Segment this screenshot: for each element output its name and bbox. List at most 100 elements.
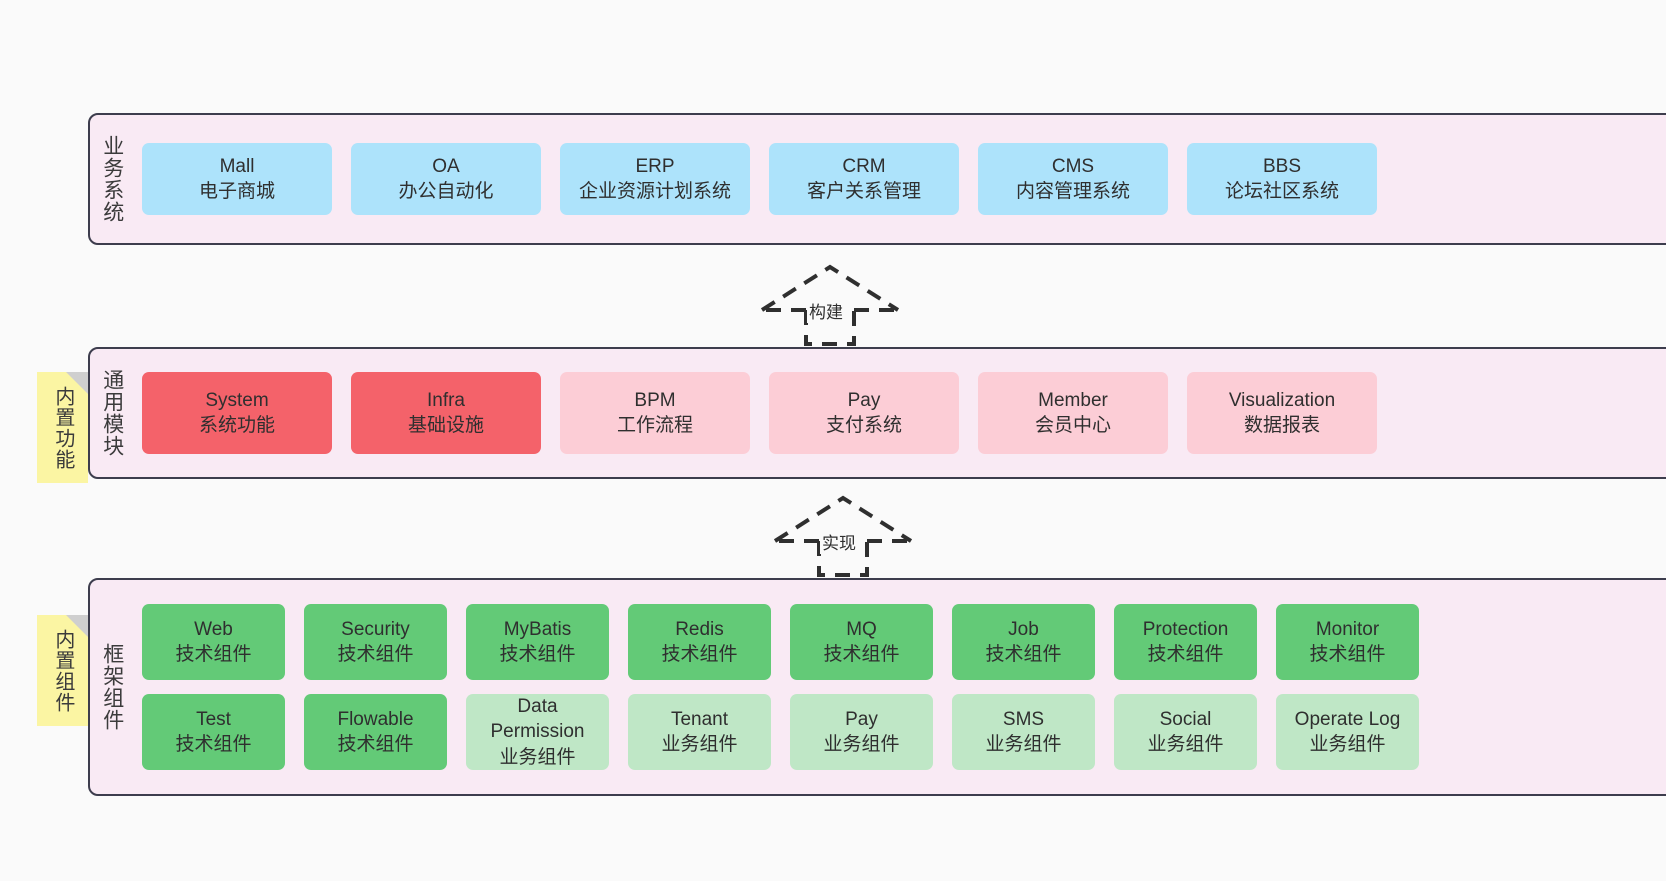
card-sms[interactable]: SMS 业务组件 [952, 694, 1095, 770]
card-mybatis[interactable]: MyBatis 技术组件 [466, 604, 609, 680]
card-title: CMS [1051, 155, 1095, 177]
card-test[interactable]: Test 技术组件 [142, 694, 285, 770]
card-title: Mall [219, 155, 255, 177]
card-flowable[interactable]: Flowable 技术组件 [304, 694, 447, 770]
card-monitor[interactable]: Monitor 技术组件 [1276, 604, 1419, 680]
card-social[interactable]: Social 业务组件 [1114, 694, 1257, 770]
card-title: Web [194, 618, 233, 640]
card-title: Social [1159, 708, 1212, 730]
note-fold-corner-icon [66, 615, 88, 637]
card-title: CRM [842, 155, 886, 177]
note-builtin-features: 内置功能 [37, 372, 88, 483]
card-subtitle: 办公自动化 [398, 181, 494, 202]
generalization-arrow-icon [773, 495, 913, 577]
connector-implement-label: 实现 [820, 529, 858, 554]
card-subtitle: 内容管理系统 [1015, 181, 1130, 202]
card-title: Flowable [337, 708, 414, 730]
layer-business-systems: 业务系统 Mall 电子商城 OA 办公自动化 ERP 企业资源计划系统 CRM… [88, 113, 1666, 245]
card-subtitle: 会员中心 [1034, 415, 1111, 436]
card-subtitle: 技术组件 [661, 644, 738, 665]
card-subtitle: 数据报表 [1243, 415, 1320, 436]
card-title: MQ [846, 618, 877, 640]
card-subtitle: 客户关系管理 [806, 181, 921, 202]
card-title: Security [341, 618, 410, 640]
card-member[interactable]: Member 会员中心 [978, 372, 1168, 454]
card-bbs[interactable]: BBS 论坛社区系统 [1187, 143, 1377, 215]
layer-body-common-modules: System 系统功能 Infra 基础设施 BPM 工作流程 Pay 支付系统… [134, 349, 1666, 477]
card-row: Mall 电子商城 OA 办公自动化 ERP 企业资源计划系统 CRM 客户关系… [142, 143, 1666, 215]
card-subtitle: 技术组件 [337, 644, 414, 665]
card-system[interactable]: System 系统功能 [142, 372, 332, 454]
card-title: Tenant [670, 708, 729, 730]
card-subtitle: 技术组件 [337, 734, 414, 755]
card-title: Data Permission [490, 696, 585, 743]
card-pay[interactable]: Pay 支付系统 [769, 372, 959, 454]
card-title: Operate Log [1294, 708, 1401, 730]
card-title: ERP [635, 155, 675, 177]
card-title: OA [432, 155, 460, 177]
card-subtitle: 基础设施 [407, 415, 484, 436]
card-row: System 系统功能 Infra 基础设施 BPM 工作流程 Pay 支付系统… [142, 372, 1666, 454]
card-web[interactable]: Web 技术组件 [142, 604, 285, 680]
card-title: Pay [845, 708, 878, 730]
card-title: BPM [634, 389, 676, 411]
card-subtitle: 技术组件 [823, 644, 900, 665]
card-title: Visualization [1228, 389, 1336, 411]
card-title: SMS [1002, 708, 1045, 730]
layer-body-framework-components: Web 技术组件 Security 技术组件 MyBatis 技术组件 Redi… [134, 580, 1666, 794]
card-title: BBS [1262, 155, 1302, 177]
card-job[interactable]: Job 技术组件 [952, 604, 1095, 680]
card-subtitle: 技术组件 [1147, 644, 1224, 665]
layer-title-business-systems: 业务系统 [100, 135, 124, 223]
card-subtitle: 论坛社区系统 [1224, 181, 1339, 202]
card-subtitle: 业务组件 [1147, 734, 1224, 755]
card-title: MyBatis [503, 618, 572, 640]
layer-title-common-modules: 通用模块 [100, 369, 124, 457]
card-mq[interactable]: MQ 技术组件 [790, 604, 933, 680]
card-oa[interactable]: OA 办公自动化 [351, 143, 541, 215]
card-erp[interactable]: ERP 企业资源计划系统 [560, 143, 750, 215]
layer-framework-components: 框架组件 Web 技术组件 Security 技术组件 MyBatis 技术组件… [88, 578, 1666, 796]
connector-build-label: 构建 [807, 298, 845, 323]
layer-title-framework-components: 框架组件 [100, 643, 124, 731]
card-cms[interactable]: CMS 内容管理系统 [978, 143, 1168, 215]
card-redis[interactable]: Redis 技术组件 [628, 604, 771, 680]
card-title: Member [1038, 389, 1108, 411]
card-title: Infra [426, 389, 466, 411]
card-visualization[interactable]: Visualization 数据报表 [1187, 372, 1377, 454]
card-subtitle: 系统功能 [198, 415, 275, 436]
card-row: Web 技术组件 Security 技术组件 MyBatis 技术组件 Redi… [142, 604, 1666, 680]
card-title: System [205, 389, 269, 411]
card-operate-log[interactable]: Operate Log 业务组件 [1276, 694, 1419, 770]
card-protection[interactable]: Protection 技术组件 [1114, 604, 1257, 680]
card-row: Test 技术组件 Flowable 技术组件 Data Permission … [142, 694, 1666, 770]
layer-body-business-systems: Mall 电子商城 OA 办公自动化 ERP 企业资源计划系统 CRM 客户关系… [134, 115, 1666, 243]
card-title: Redis [675, 618, 724, 640]
card-subtitle: 工作流程 [616, 415, 693, 436]
card-subtitle: 支付系统 [825, 415, 902, 436]
card-subtitle: 企业资源计划系统 [578, 181, 731, 202]
card-subtitle: 技术组件 [499, 644, 576, 665]
card-pay-business[interactable]: Pay 业务组件 [790, 694, 933, 770]
layer-common-modules: 通用模块 System 系统功能 Infra 基础设施 BPM 工作流程 Pay… [88, 347, 1666, 479]
card-bpm[interactable]: BPM 工作流程 [560, 372, 750, 454]
generalization-arrow-icon [760, 264, 900, 346]
card-infra[interactable]: Infra 基础设施 [351, 372, 541, 454]
card-subtitle: 电子商城 [198, 181, 275, 202]
note-label: 内置组件 [51, 628, 74, 713]
card-security[interactable]: Security 技术组件 [304, 604, 447, 680]
card-title: Pay [847, 389, 881, 411]
card-crm[interactable]: CRM 客户关系管理 [769, 143, 959, 215]
card-subtitle: 业务组件 [661, 734, 738, 755]
card-tenant[interactable]: Tenant 业务组件 [628, 694, 771, 770]
card-subtitle: 业务组件 [1309, 734, 1386, 755]
card-subtitle: 技术组件 [175, 644, 252, 665]
card-mall[interactable]: Mall 电子商城 [142, 143, 332, 215]
card-subtitle: 技术组件 [1309, 644, 1386, 665]
card-data-permission[interactable]: Data Permission 业务组件 [466, 694, 609, 770]
card-title: Protection [1142, 618, 1229, 640]
note-fold-corner-icon [66, 372, 88, 394]
card-subtitle: 技术组件 [985, 644, 1062, 665]
card-subtitle: 业务组件 [499, 746, 576, 768]
